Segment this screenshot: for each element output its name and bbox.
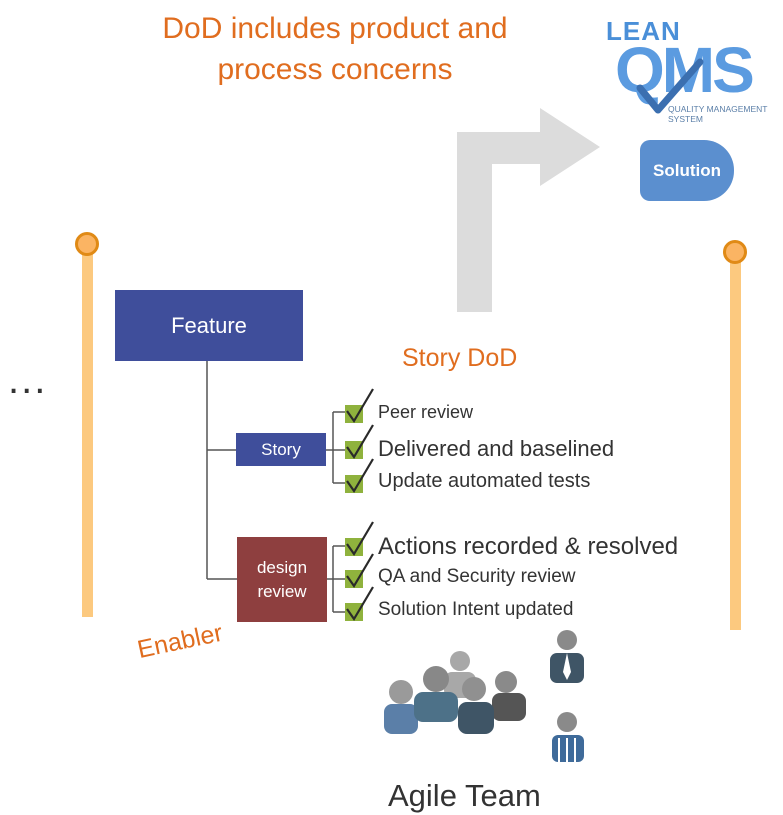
story-label: Story xyxy=(261,439,301,459)
left-timeline-bar xyxy=(82,245,93,617)
logo-subtitle-line-2: SYSTEM xyxy=(668,114,703,124)
worker-person-icon xyxy=(552,712,584,762)
check-icon xyxy=(345,586,374,622)
feature-label: Feature xyxy=(171,312,247,338)
check-icon xyxy=(345,521,374,557)
bent-arrow xyxy=(457,108,600,312)
design-item-qa-security: QA and Security review xyxy=(378,566,576,587)
right-timeline-dot xyxy=(723,240,747,264)
story-item-automated-tests: Update automated tests xyxy=(378,470,591,492)
right-timeline-bar xyxy=(730,252,741,630)
logo-check-icon xyxy=(636,58,704,114)
story-item-delivered: Delivered and baselined xyxy=(378,436,615,461)
slide-title: DoD includes product and process concern… xyxy=(80,8,590,90)
logo-subtitle-line-1: QUALITY MANAGEMENT xyxy=(668,104,768,114)
ellipsis-marker: ... xyxy=(8,358,48,402)
check-icon xyxy=(345,458,374,494)
agile-team-label: Agile Team xyxy=(388,778,541,813)
story-item-peer-review: Peer review xyxy=(378,402,474,422)
title-line-1: DoD includes product and xyxy=(162,12,508,45)
feature-box: Feature xyxy=(115,290,303,361)
story-dod-heading: Story DoD xyxy=(402,344,518,372)
design-item-actions: Actions recorded & resolved xyxy=(378,533,679,560)
check-icon xyxy=(345,388,374,424)
design-item-solution-intent: Solution Intent updated xyxy=(378,599,574,620)
check-icon xyxy=(345,553,374,589)
design-review-box: design review xyxy=(237,537,327,622)
logo-lean-text: LEAN xyxy=(606,16,681,46)
manager-person-icon xyxy=(550,630,584,683)
agile-team-icon xyxy=(384,651,526,734)
logo-subtitle: QUALITY MANAGEMENT SYSTEM xyxy=(668,104,768,124)
story-box: Story xyxy=(236,433,326,466)
design-review-line-1: design xyxy=(256,557,308,577)
design-review-line-2: review xyxy=(257,581,307,601)
left-timeline-dot xyxy=(75,232,99,256)
title-line-2: process concerns xyxy=(217,53,453,86)
solution-badge: Solution xyxy=(640,140,734,201)
check-icon xyxy=(345,424,374,460)
